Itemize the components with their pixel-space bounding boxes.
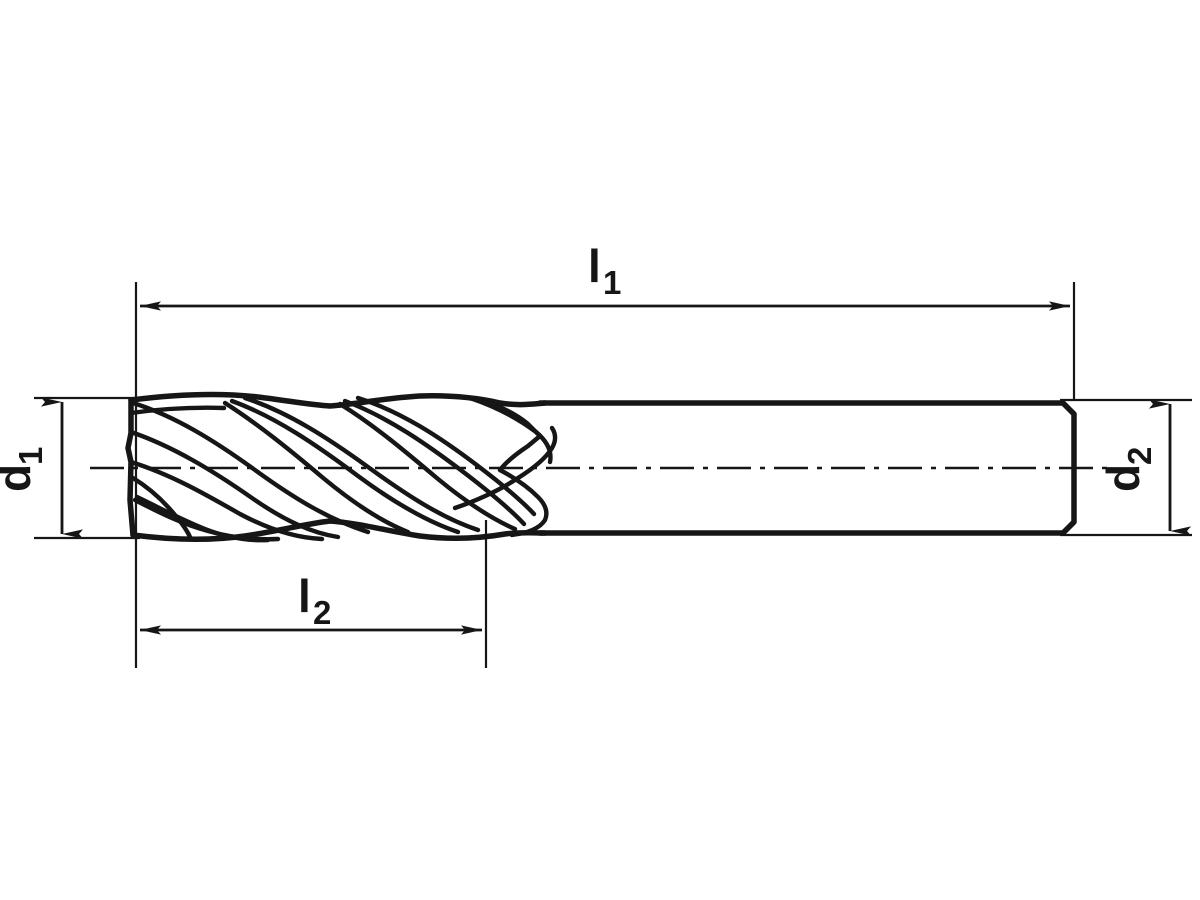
label-d1-main: d — [0, 464, 40, 492]
end-gash-2 — [132, 497, 281, 542]
flute-envelope-bottom — [130, 518, 548, 543]
flute-helix-back-2 — [222, 400, 411, 535]
label-d2-main: d — [1097, 464, 1149, 492]
label-l2-main: l — [298, 570, 311, 622]
label-l1-sub: 1 — [603, 264, 621, 301]
flute-runout-tail — [497, 467, 549, 538]
flute-helix-lines — [128, 395, 558, 543]
flute-helix-2 — [242, 395, 481, 533]
flute-runout-lower — [452, 425, 558, 511]
flute-runout-upper — [477, 397, 543, 473]
flute-helix-1 — [130, 400, 371, 535]
end-face-outline — [125, 397, 136, 538]
label-l1-main: l — [588, 240, 601, 292]
flute-helix-3 — [355, 395, 537, 517]
flute-helix-4 — [467, 395, 553, 465]
dimension-labels: l 1 l 2 d 1 d 2 — [0, 240, 1158, 631]
flute-helix-back-3 — [337, 401, 518, 532]
label-l2-sub: 2 — [313, 594, 331, 631]
label-d1-sub: 1 — [12, 447, 49, 465]
flute-helix-1b — [128, 429, 341, 540]
label-d2-group: d 2 — [1097, 447, 1158, 492]
flute-helix-3b — [342, 398, 527, 527]
extension-lines — [34, 282, 1192, 668]
dimension-lines — [41, 301, 1191, 635]
flute-helix-back-1 — [128, 459, 325, 542]
label-d2-sub: 2 — [1121, 447, 1158, 465]
end-gash-1 — [130, 475, 193, 540]
end-gash-3 — [128, 405, 227, 416]
label-d1-group: d 1 — [0, 447, 49, 492]
flute-helix-2b — [229, 398, 461, 535]
